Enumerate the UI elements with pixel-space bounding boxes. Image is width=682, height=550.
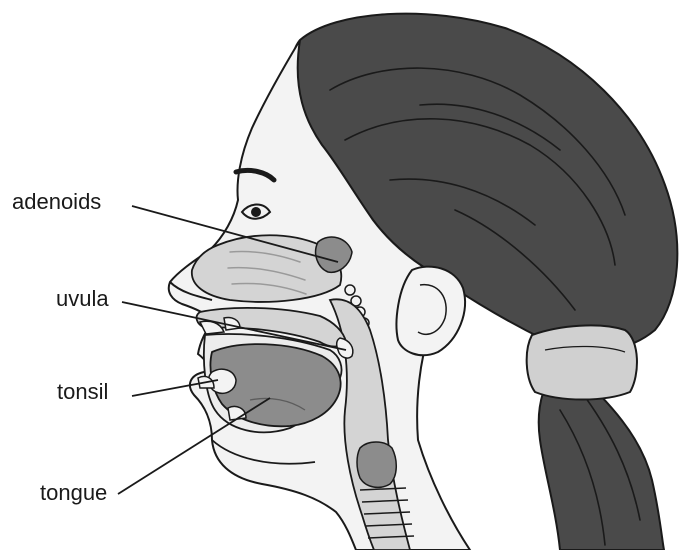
label-adenoids: adenoids xyxy=(12,191,101,213)
hair-tie xyxy=(527,325,637,399)
eye-pupil xyxy=(251,207,261,217)
label-tongue: tongue xyxy=(40,482,107,504)
ear xyxy=(397,267,465,356)
label-tonsil: tonsil xyxy=(57,381,108,403)
label-uvula: uvula xyxy=(56,288,109,310)
